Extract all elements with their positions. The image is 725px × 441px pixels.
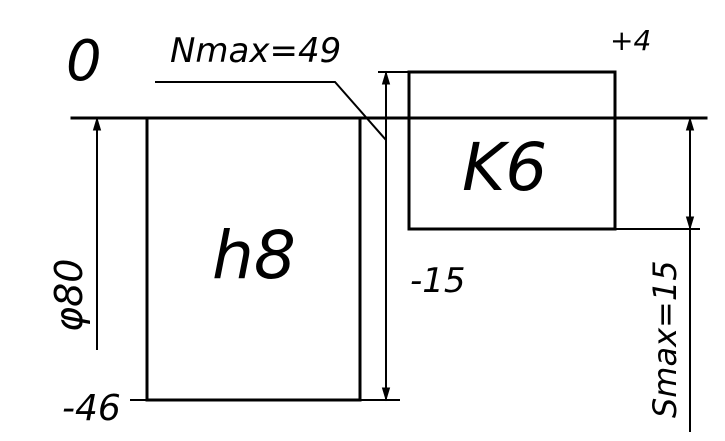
- hole-upper-deviation: +4: [610, 24, 651, 57]
- smax-label: Smax=15: [646, 260, 684, 418]
- nmax-label: Nmax=49: [170, 31, 341, 71]
- nmax-leader-line: [155, 81, 387, 141]
- zero-label: 0: [66, 29, 102, 94]
- hole-label: K6: [462, 129, 547, 206]
- shaft-label: h8: [212, 217, 296, 294]
- hole-lower-deviation: -15: [410, 261, 466, 301]
- diameter-label: φ80: [47, 259, 91, 332]
- shaft-lower-deviation: -46: [62, 388, 121, 429]
- hole-tolerance-field: [407, 70, 617, 231]
